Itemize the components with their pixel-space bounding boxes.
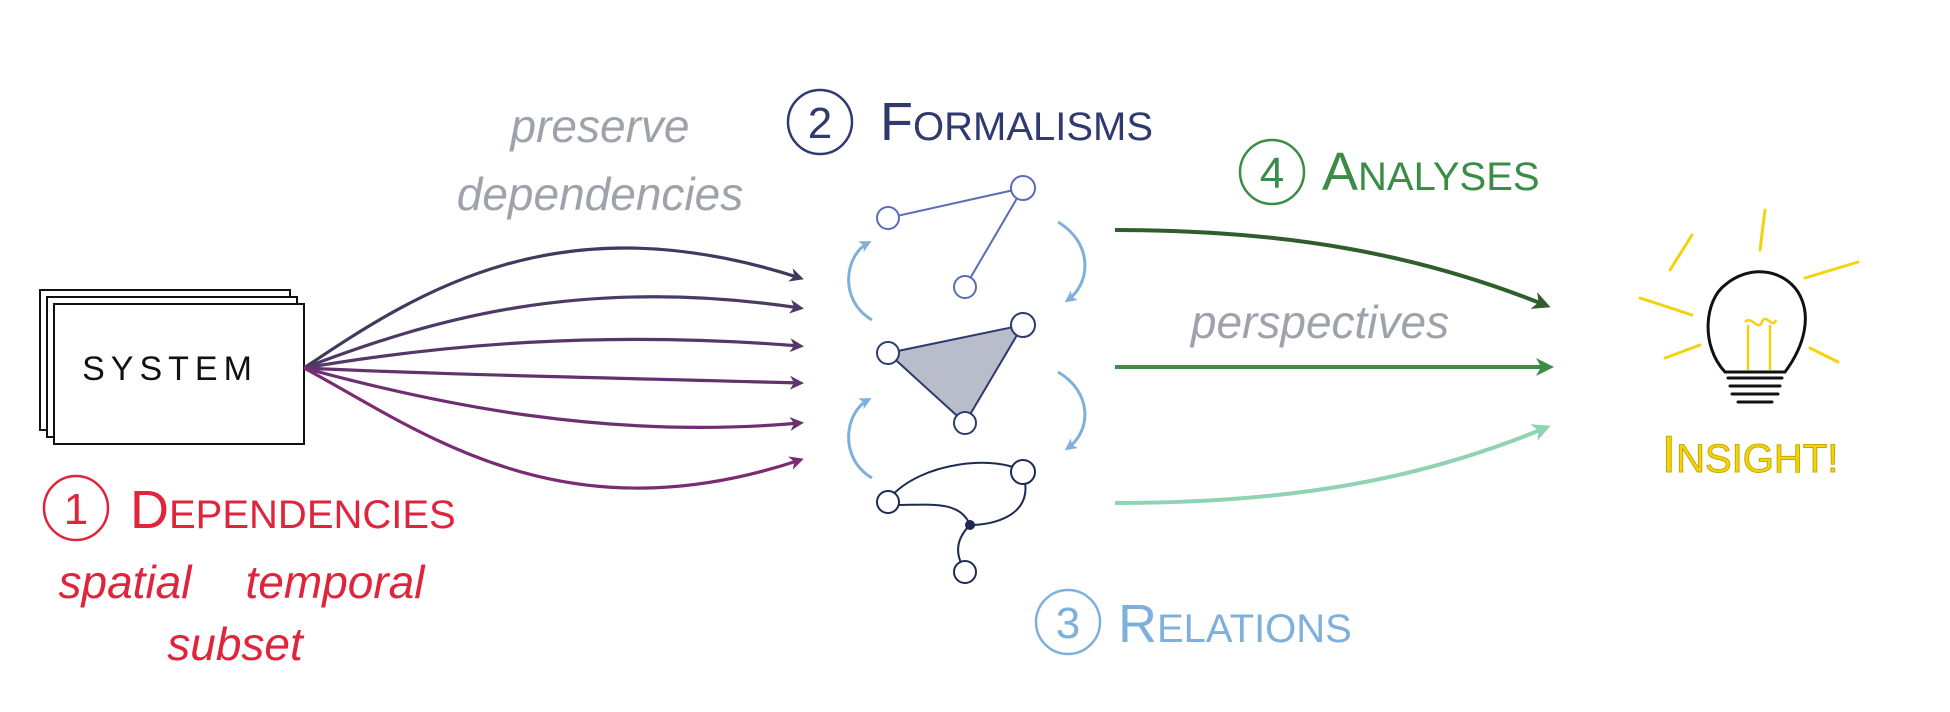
dependency-arrow-5 — [303, 366, 804, 431]
relation-arrow-right-bottom — [1057, 370, 1087, 451]
dependency-subset: subset — [167, 618, 305, 670]
relations-number: 3 — [1056, 599, 1080, 648]
formalisms-heading: 2 FORMALISMS — [786, 88, 1153, 156]
relations-title-initial: R — [1118, 594, 1157, 654]
dependencies-heading: 1 DEPENDENCIES — [42, 474, 456, 542]
relations-title-rest: ELATIONS — [1157, 607, 1352, 651]
dependencies-number: 1 — [64, 485, 88, 534]
analysis-arrow-bottom — [1114, 424, 1551, 505]
relation-arrows — [847, 220, 1087, 480]
insight-title: INSIGHT! — [1662, 426, 1839, 484]
preserve-label: preserve — [509, 100, 690, 152]
dependency-arrows — [303, 246, 804, 490]
dependencies-title-rest: EPENDENCIES — [169, 493, 456, 537]
dependencies-arrow-label: dependencies — [457, 168, 743, 220]
svg-text:DEPENDENCIES: DEPENDENCIES — [130, 480, 456, 540]
insight-title-rest: NSIGHT! — [1676, 437, 1838, 481]
analyses-number: 4 — [1260, 149, 1284, 198]
analysis-arrow-top — [1114, 228, 1551, 309]
hypergraph-triangle-icon — [876, 312, 1036, 435]
svg-text:RELATIONS: RELATIONS — [1118, 594, 1352, 654]
system-box: SYSTEM — [39, 289, 305, 445]
dependency-temporal: temporal — [246, 556, 427, 608]
analyses-title-rest: NALYSES — [1358, 155, 1540, 199]
dependencies-title-initial: D — [130, 480, 169, 540]
relation-arrow-left-bottom — [847, 398, 873, 480]
dependency-arrow-6 — [303, 366, 804, 490]
dependency-spatial: spatial — [59, 556, 194, 608]
analysis-arrows — [1114, 228, 1554, 505]
insight-title-initial: I — [1662, 426, 1676, 484]
analyses-title-initial: A — [1322, 142, 1358, 202]
system-label: SYSTEM — [82, 350, 258, 388]
dependency-arrow-4 — [303, 366, 804, 390]
relation-arrow-left-top — [847, 241, 873, 322]
analyses-heading: 4 ANALYSES — [1238, 138, 1540, 206]
perspectives-label: perspectives — [1189, 296, 1449, 348]
dependency-arrow-3 — [303, 337, 804, 370]
dependency-arrow-2 — [303, 295, 804, 370]
dependency-arrow-1 — [303, 246, 804, 370]
formalisms-number: 2 — [808, 99, 832, 148]
pairwise-graph-icon — [876, 175, 1036, 299]
svg-text:FORMALISMS: FORMALISMS — [880, 92, 1153, 152]
relation-arrow-right-top — [1057, 220, 1087, 303]
bipartite-graph-icon — [876, 459, 1036, 584]
formalisms-title-initial: F — [880, 92, 913, 152]
relations-heading: 3 RELATIONS — [1034, 588, 1352, 656]
svg-text:ANALYSES: ANALYSES — [1322, 142, 1540, 202]
lightbulb-icon — [1638, 208, 1860, 404]
formalisms-title-rest: ORMALISMS — [913, 105, 1153, 149]
